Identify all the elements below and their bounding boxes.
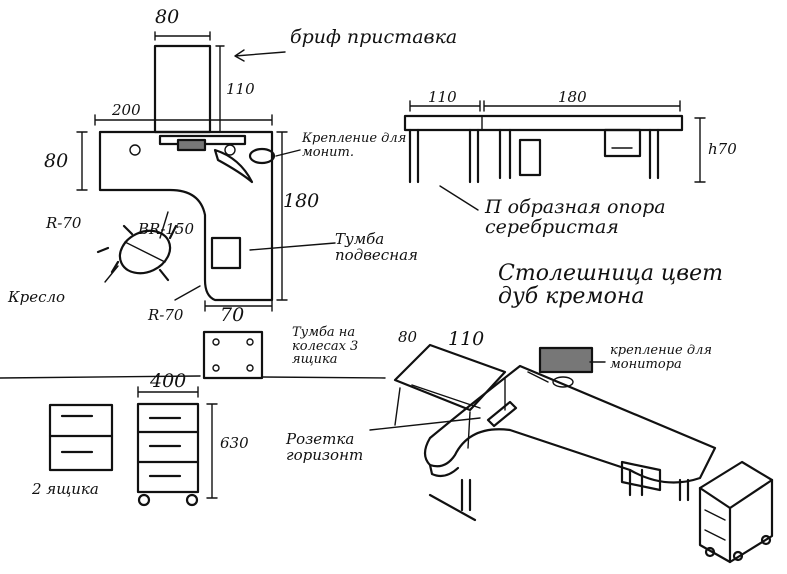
dim-80-iso: 80 [398, 328, 418, 346]
plan-view [76, 31, 336, 312]
wheeled-pedestal-top [202, 330, 264, 380]
label-brief-extension: бриф приставка [290, 26, 458, 48]
dim-80-left: 80 [44, 150, 69, 172]
label-r70-lower: R-70 [148, 306, 184, 324]
three-drawer-cabinet [136, 386, 218, 507]
dim-70: 70 [220, 304, 245, 326]
label-socket: Розетка горизонт [286, 430, 364, 464]
dim-80-top: 80 [155, 6, 180, 28]
label-br150: BR-150 [138, 220, 195, 238]
chair-icon [96, 224, 178, 283]
front-view [403, 100, 706, 211]
iso-desk [369, 343, 774, 564]
label-chair: Кресло [8, 288, 66, 306]
label-wheeled-pedestal: Тумба на колесах 3 ящика [292, 325, 359, 368]
dim-200: 200 [112, 101, 141, 119]
label-tabletop-color: Столешница цвет дуб кремона [498, 261, 723, 310]
dim-630: 630 [220, 434, 249, 452]
dim-180-right: 180 [283, 190, 320, 212]
dim-110-vertical: 110 [226, 80, 255, 98]
label-two-drawers: 2 ящика [32, 480, 99, 498]
label-h70: h70 [708, 140, 737, 158]
label-monitor-mount-top: Крепление для монит. [302, 131, 407, 160]
dim-400: 400 [150, 370, 187, 392]
two-drawer-cabinet [48, 403, 114, 472]
dim-180-front: 180 [558, 88, 587, 106]
dim-110-iso: 110 [448, 328, 485, 350]
label-hanging-pedestal: Тумба подвесная [335, 230, 418, 264]
label-r70-upper: R-70 [46, 214, 82, 232]
label-p-support: П образная опора серебристая [485, 196, 666, 238]
dim-110-front: 110 [428, 88, 457, 106]
label-monitor-mount-iso: крепление для монитора [610, 343, 713, 372]
